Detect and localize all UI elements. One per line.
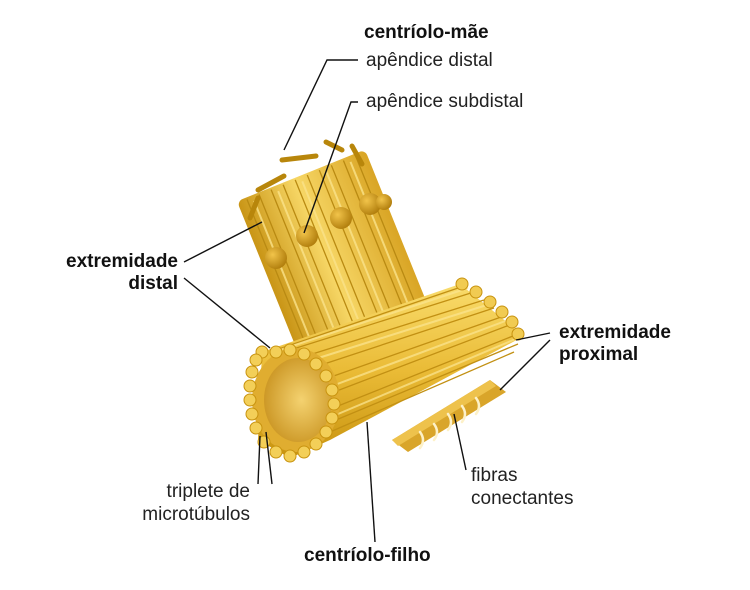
leader-daughter — [366, 421, 376, 543]
daughter-centriole — [243, 277, 525, 463]
distal-appendages — [247, 139, 365, 221]
label-triplet-line1: triplete de — [166, 481, 250, 502]
leader-proximal-end-upper — [515, 332, 551, 341]
label-proximal-end-line2: proximal — [559, 344, 639, 365]
leader-proximal-end-lower — [499, 339, 551, 391]
label-triplet-line2: microtúbulos — [142, 504, 250, 525]
leader-fibers — [453, 413, 467, 471]
subdistal-appendages — [265, 193, 392, 269]
daughter-centriole-proximal-rim — [455, 277, 525, 341]
connecting-fiber-strands — [418, 396, 481, 450]
leader-triplet-1 — [257, 435, 261, 485]
label-mother-centriole: centríolo-mãe — [364, 22, 489, 43]
daughter-centriole-lumen — [252, 348, 340, 452]
label-daughter-centriole: centríolo-filho — [304, 545, 431, 566]
leader-distal-appendage — [283, 59, 358, 151]
label-distal-appendage: apêndice distal — [366, 50, 493, 71]
connecting-fibers-strip — [392, 380, 506, 452]
mother-centriole-tubes — [246, 155, 423, 363]
daughter-centriole-tubes — [269, 285, 519, 433]
daughter-centriole-highlights — [279, 287, 519, 415]
label-distal-end-line1: extremidade — [66, 251, 178, 272]
label-distal-end-line2: distal — [128, 273, 178, 294]
leader-subdistal-appendage — [303, 101, 358, 234]
leader-lines — [183, 59, 551, 543]
label-subdistal-appendage: apêndice subdistal — [366, 91, 524, 112]
label-fibers-line2: conectantes — [471, 488, 574, 509]
label-proximal-end-line1: extremidade — [559, 322, 671, 343]
leader-triplet-2 — [265, 431, 273, 485]
label-fibers-line1: fibras — [471, 465, 518, 486]
leader-distal-end-lower — [183, 277, 271, 349]
microtubule-triplet-rim — [243, 343, 341, 463]
leader-distal-end-upper — [183, 221, 263, 263]
